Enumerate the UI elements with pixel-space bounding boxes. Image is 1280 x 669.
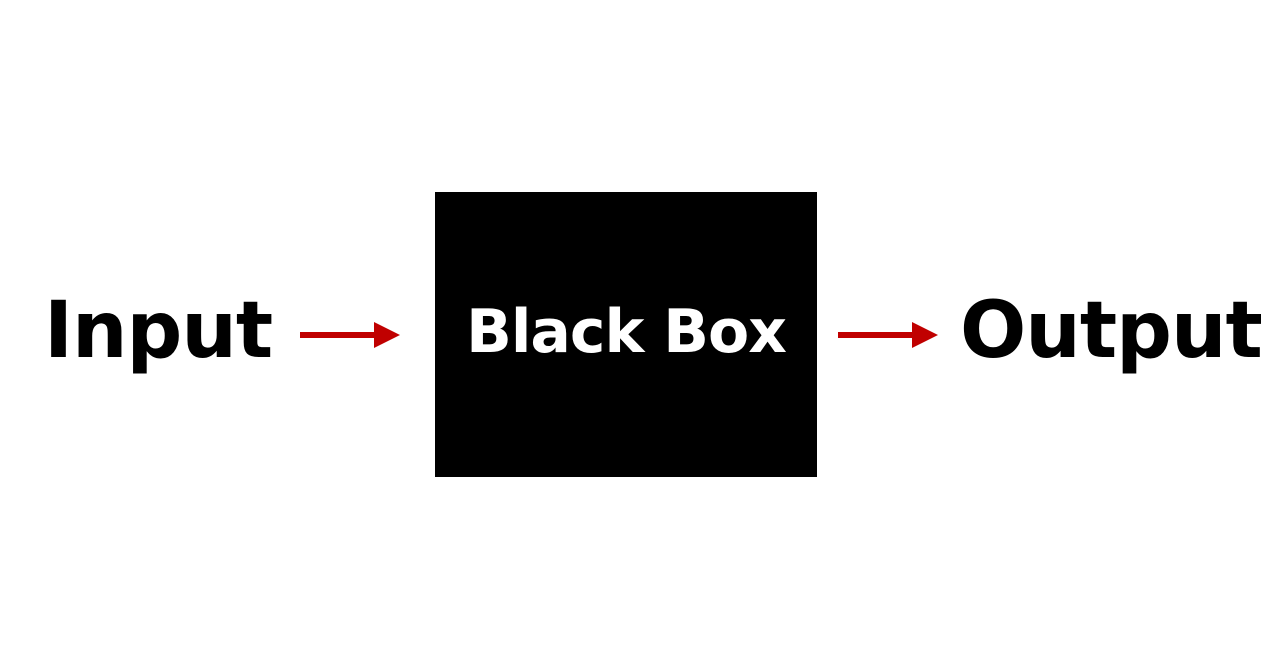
arrow-box-to-output	[838, 322, 938, 348]
output-label: Output	[960, 286, 1263, 376]
input-label: Input	[44, 286, 273, 376]
arrow-input-to-box	[300, 322, 400, 348]
black-box-label: Black Box	[466, 296, 787, 367]
black-box: Black Box	[435, 192, 817, 477]
